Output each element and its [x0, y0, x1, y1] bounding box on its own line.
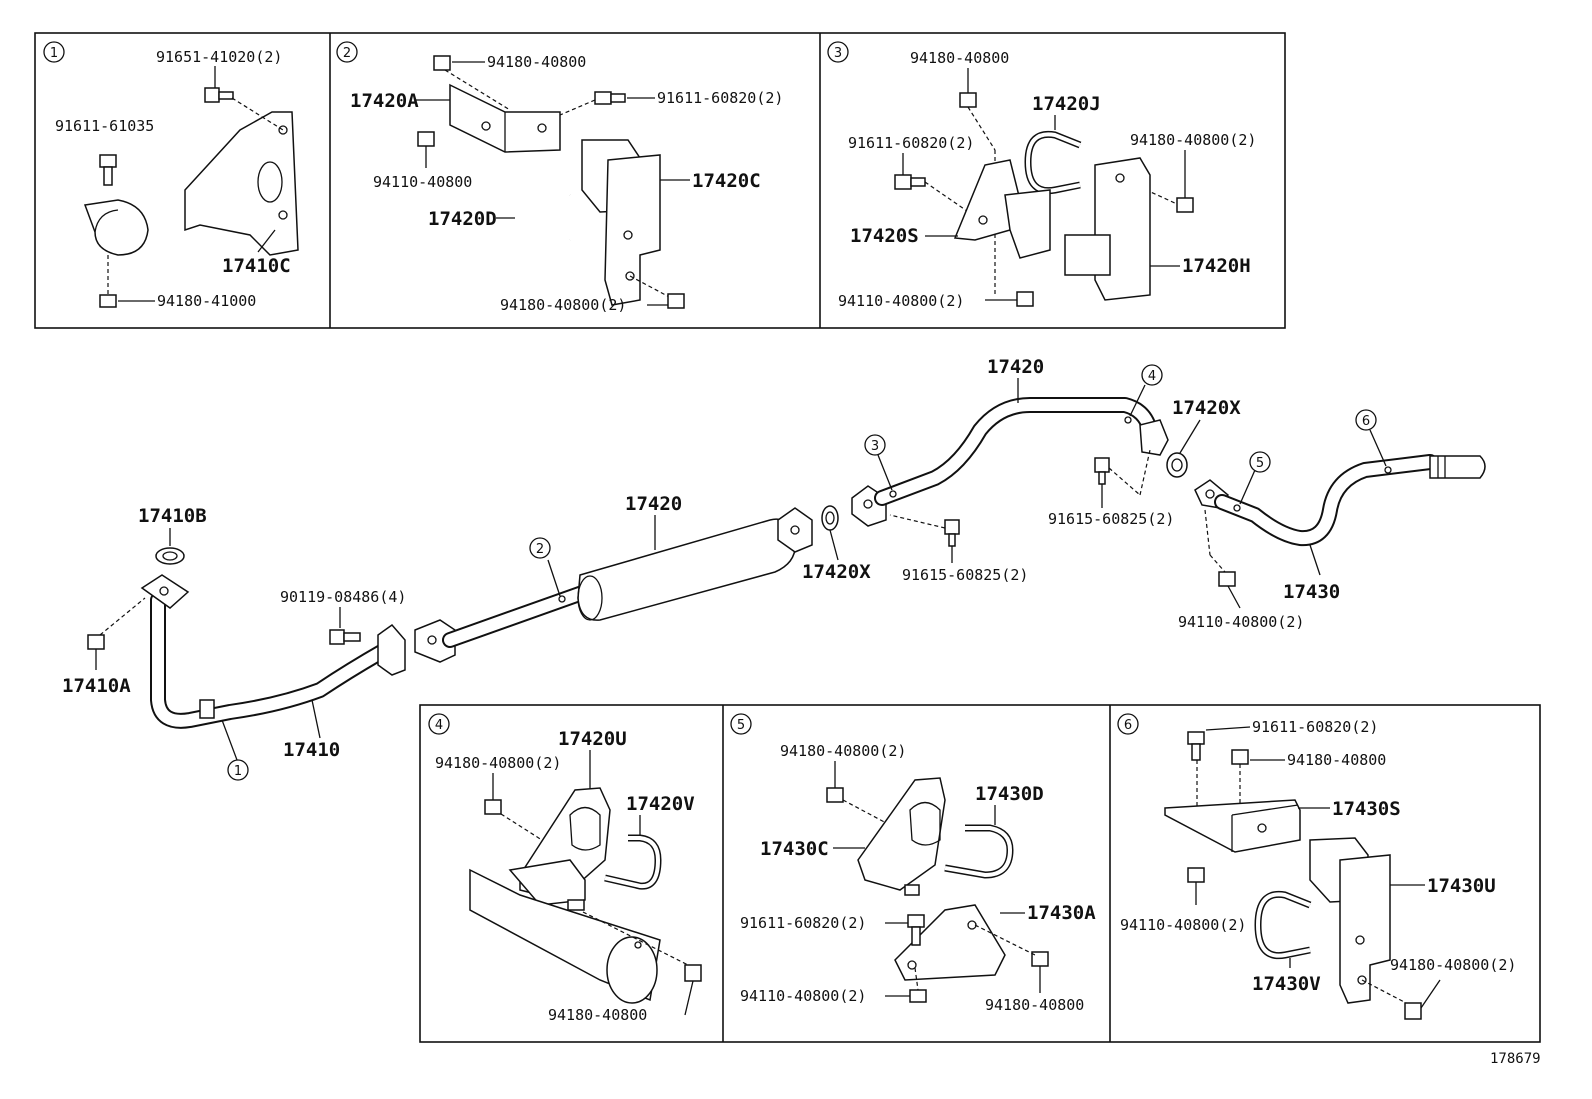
part-label: 90119-08486(4) — [280, 588, 406, 606]
part-label: 17420X — [1172, 397, 1241, 419]
part-label: 91611-61035 — [55, 117, 154, 135]
part-label: 17420A — [350, 90, 419, 112]
part-label: 94180-40800(2) — [1390, 956, 1516, 974]
inset-3: 3 94180-40800 17420J 91611-60820(2) 9418… — [827, 41, 1256, 310]
main-assembly: 17410B 17410A 1 17410 90119-08486(4) 2 1 — [62, 356, 1486, 781]
callout-6: 6 — [1362, 414, 1370, 429]
part-label: 17420J — [1032, 93, 1101, 115]
inset-2-number: 2 — [343, 46, 351, 61]
part-label: 17420U — [558, 728, 627, 750]
part-label: 94180-40800 — [487, 53, 586, 71]
part-label: 94180-41000 — [157, 292, 256, 310]
part-label: 94180-40800(2) — [500, 296, 626, 314]
part-label: 17420S — [850, 225, 919, 247]
part-label: 91615-60825(2) — [1048, 510, 1174, 528]
part-label: 17420H — [1182, 255, 1251, 277]
part-label: 94110-40800(2) — [838, 292, 964, 310]
inset-4: 4 17420U 94180-40800(2) 17420V 94180-408… — [428, 713, 702, 1024]
callout-5: 5 — [1256, 456, 1264, 471]
inset-6-number: 6 — [1124, 718, 1132, 733]
callout-1: 1 — [234, 764, 242, 779]
inset-2: 2 94180-40800 17420A 91611-60820(2) 9411… — [336, 41, 783, 314]
part-label: 17410B — [138, 505, 207, 527]
part-label: 94110-40800(2) — [740, 987, 866, 1005]
part-label: 94180-40800 — [548, 1006, 647, 1024]
part-label: 91611-60820(2) — [1252, 718, 1378, 736]
part-label: 17420D — [428, 208, 497, 230]
part-label: 91611-60820(2) — [848, 134, 974, 152]
part-label: 17420X — [802, 561, 871, 583]
part-label: 94180-40800(2) — [1130, 131, 1256, 149]
part-label: 17430C — [760, 838, 829, 860]
inset-1-number: 1 — [50, 46, 58, 61]
part-label: 17430 — [1283, 581, 1340, 603]
part-label: 17420 — [987, 356, 1044, 378]
part-label: 94110-40800(2) — [1178, 613, 1304, 631]
part-label: 94180-40800(2) — [780, 742, 906, 760]
part-label: 17420V — [626, 793, 695, 815]
part-label: 17420C — [692, 170, 761, 192]
part-label: 17410A — [62, 675, 131, 697]
top-inset-frame — [34, 32, 1286, 329]
part-label: 17410 — [283, 739, 340, 761]
part-label: 94180-40800(2) — [435, 754, 561, 772]
part-label: 17430U — [1427, 875, 1496, 897]
callout-2: 2 — [536, 542, 544, 557]
callout-3: 3 — [871, 439, 879, 454]
part-label: 17420 — [625, 493, 682, 515]
part-label: 94110-40800(2) — [1120, 916, 1246, 934]
part-label: 91611-60820(2) — [657, 89, 783, 107]
part-label: 94180-40800 — [910, 49, 1009, 67]
part-label: 94110-40800 — [373, 173, 472, 191]
part-label: 17430D — [975, 783, 1044, 805]
part-label: 91615-60825(2) — [902, 566, 1028, 584]
part-label: 91651-41020(2) — [156, 48, 282, 66]
figure-id: 178679 — [1490, 1051, 1541, 1067]
bottom-inset-frame — [419, 704, 1541, 1043]
part-label: 91611-60820(2) — [740, 914, 866, 932]
part-label: 17430V — [1252, 973, 1321, 995]
part-label: 17410C — [222, 255, 291, 277]
inset-5-number: 5 — [737, 718, 745, 733]
part-label: 94180-40800 — [985, 996, 1084, 1014]
inset-1: 1 91651-41020(2) 17410C 91611-61035 9418… — [43, 41, 299, 310]
part-label: 17430A — [1027, 902, 1096, 924]
inset-6: 6 91611-60820(2) 94180-40800 17430S 1743… — [1117, 713, 1516, 1020]
part-label: 17430S — [1332, 798, 1401, 820]
inset-4-number: 4 — [435, 718, 443, 733]
callout-4: 4 — [1148, 369, 1156, 384]
part-label: 94180-40800 — [1287, 751, 1386, 769]
inset-5: 5 94180-40800(2) 17430C 17430D 17430A 91… — [730, 713, 1096, 1014]
inset-3-number: 3 — [834, 46, 842, 61]
